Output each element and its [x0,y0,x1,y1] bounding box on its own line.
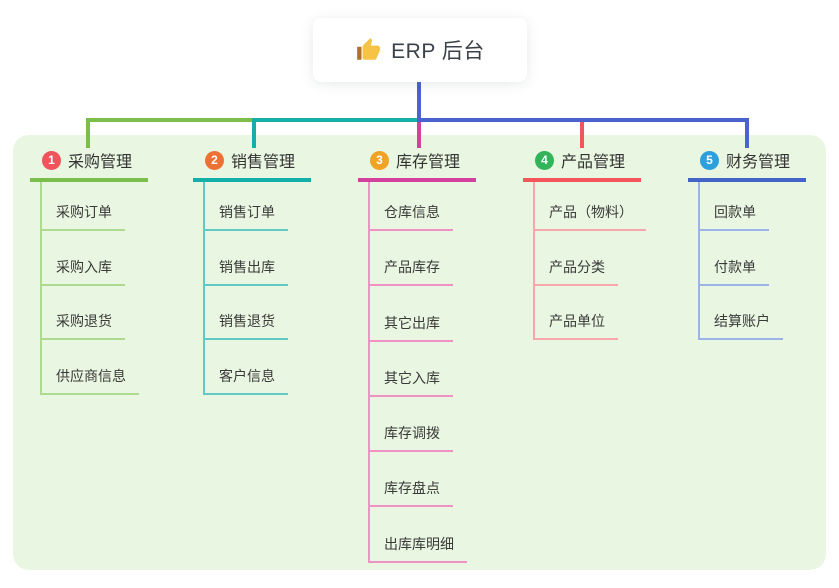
connector-horizontal-blue [417,118,749,122]
connector-horizontal-teal [252,118,419,122]
child-node[interactable]: 库存盘点 [370,479,453,508]
child-node[interactable]: 供应商信息 [42,367,139,395]
child-item: 出库库明细 [370,507,467,563]
child-item: 付款单 [700,231,783,286]
child-node[interactable]: 销售订单 [205,203,288,231]
branch-label: 销售管理 [231,154,296,171]
child-item: 产品分类 [535,231,646,286]
connector-drop-finance [745,118,749,148]
child-item: 采购入库 [42,231,139,286]
child-item: 供应商信息 [42,340,139,395]
child-item: 库存调拨 [370,397,467,453]
child-item: 销售出库 [205,231,288,286]
child-node[interactable]: 产品分类 [535,258,618,286]
child-node[interactable]: 其它出库 [370,314,453,342]
branch-1: 1 采购管理 采购订单 采购入库 采购退货 供应商信息 [30,148,148,395]
root-node[interactable]: ERP 后台 [313,18,527,82]
branch-2: 2 销售管理 销售订单 销售出库 销售退货 客户信息 [193,148,311,395]
child-node[interactable]: 销售出库 [205,258,288,286]
child-item: 其它入库 [370,342,467,397]
child-item: 结算账户 [700,286,783,340]
branch-children: 回款单 付款单 结算账户 [698,182,783,340]
child-node[interactable]: 产品（物料） [535,203,646,231]
background-panel [13,135,826,570]
child-item: 采购退货 [42,286,139,340]
connector-drop-inventory [417,122,421,148]
child-node[interactable]: 仓库信息 [370,203,453,231]
connector-drop-product [580,122,584,148]
connector-horizontal-green [86,118,256,122]
child-node[interactable]: 回款单 [700,203,769,231]
branch-children: 采购订单 采购入库 采购退货 供应商信息 [40,182,139,395]
child-item: 销售退货 [205,286,288,340]
child-node[interactable]: 客户信息 [205,367,288,395]
child-node[interactable]: 其它入库 [370,369,453,397]
branch-label: 采购管理 [68,154,133,171]
branch-children: 仓库信息 产品库存 其它出库 其它入库 库存调拨 库存盘点 出库库明细 [368,182,467,563]
child-node[interactable]: 付款单 [700,258,769,286]
connector-root-vertical [417,82,421,120]
child-node[interactable]: 产品单位 [535,312,618,340]
branch-title[interactable]: 3 库存管理 [358,148,476,182]
child-item: 回款单 [700,182,783,231]
child-item: 产品单位 [535,286,646,340]
branch-title[interactable]: 4 产品管理 [523,148,641,182]
child-node[interactable]: 采购入库 [42,258,125,286]
branch-label: 产品管理 [561,154,626,171]
branch-number-badge: 1 [42,150,61,170]
child-item: 其它出库 [370,286,467,342]
child-item: 客户信息 [205,340,288,395]
branch-number-badge: 5 [700,150,719,170]
branch-children: 销售订单 销售出库 销售退货 客户信息 [203,182,288,395]
branch-children: 产品（物料） 产品分类 产品单位 [533,182,646,340]
connector-drop-sales [252,120,256,148]
connector-drop-purchase [86,118,90,148]
child-node[interactable]: 库存调拨 [370,424,453,453]
branch-title[interactable]: 2 销售管理 [193,148,311,182]
child-node[interactable]: 产品库存 [370,258,453,287]
child-item: 产品库存 [370,231,467,287]
child-item: 产品（物料） [535,182,646,231]
branch-number-badge: 4 [535,150,554,170]
branch-title[interactable]: 1 采购管理 [30,148,148,182]
child-item: 销售订单 [205,182,288,231]
child-node[interactable]: 出库库明细 [370,535,467,563]
branch-label: 库存管理 [396,154,461,171]
child-node[interactable]: 采购退货 [42,312,125,340]
root-label: ERP 后台 [391,40,485,63]
branch-number-badge: 2 [205,150,224,170]
child-node[interactable]: 结算账户 [700,312,783,340]
branch-5: 5 财务管理 回款单 付款单 结算账户 [688,148,806,340]
child-node[interactable]: 采购订单 [42,203,125,231]
child-item: 采购订单 [42,182,139,231]
branch-label: 财务管理 [726,154,791,171]
branch-3: 3 库存管理 仓库信息 产品库存 其它出库 其它入库 库存调拨 库存盘点 出库库… [358,148,476,563]
branch-4: 4 产品管理 产品（物料） 产品分类 产品单位 [523,148,646,340]
child-item: 仓库信息 [370,182,467,231]
thumbs-up-icon [355,37,381,63]
branch-title[interactable]: 5 财务管理 [688,148,806,182]
branch-number-badge: 3 [370,150,389,170]
child-node[interactable]: 销售退货 [205,312,288,340]
child-item: 库存盘点 [370,452,467,508]
